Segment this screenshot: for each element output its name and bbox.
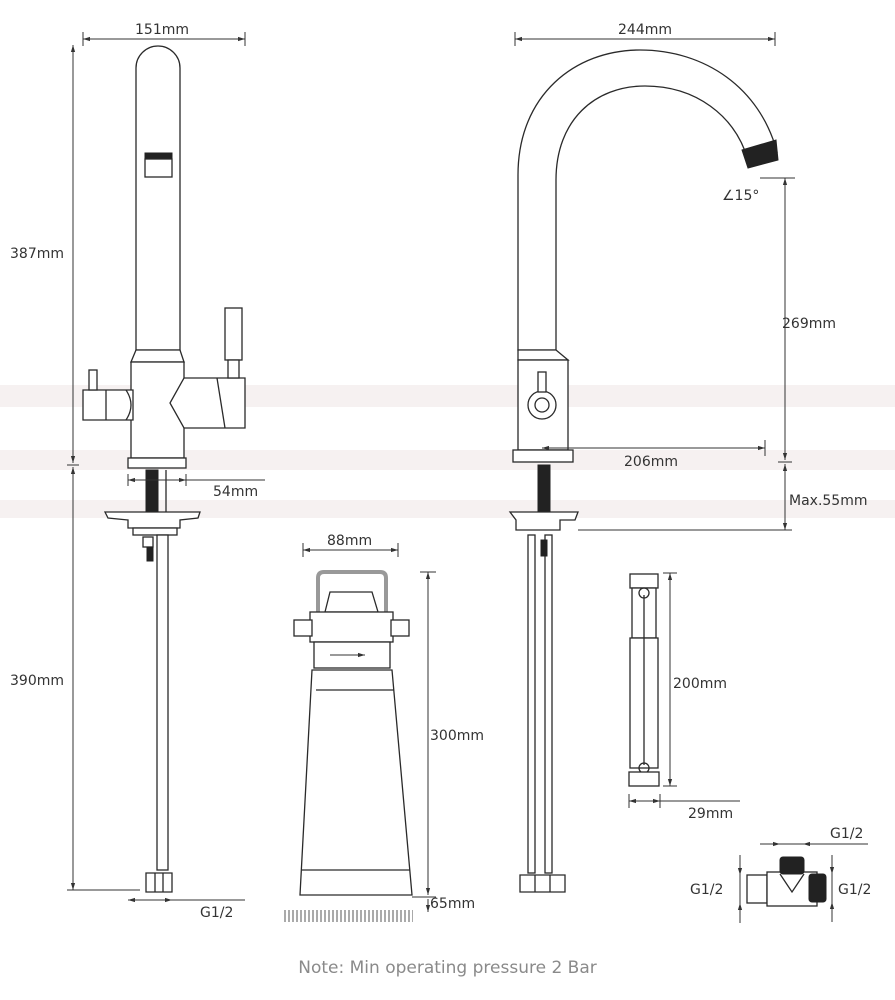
right-tap-dimensions	[514, 32, 795, 531]
deck-thickness-label: Max.55mm	[789, 493, 867, 509]
valve-dimensions	[737, 841, 868, 923]
connector-height-label: 200mm	[673, 676, 727, 692]
left-tap-width-label: 151mm	[135, 22, 189, 38]
valve-left-thread-label: G1/2	[690, 882, 723, 898]
filter-clearance-label: 65mm	[430, 896, 475, 912]
left-tap-lower-height-label: 390mm	[10, 673, 64, 689]
spout-height-label: 269mm	[782, 316, 836, 332]
angle-valve-drawing	[746, 856, 827, 907]
right-tap-drawing	[508, 49, 779, 893]
flexible-connector-drawing	[628, 573, 660, 787]
pressure-note: Note: Min operating pressure 2 Bar	[298, 958, 597, 978]
valve-right-thread-label: G1/2	[838, 882, 871, 898]
filter-height-label: 300mm	[430, 728, 484, 744]
background-band	[0, 450, 895, 470]
filter-dimensions	[302, 543, 436, 912]
spout-reach-label: 206mm	[624, 454, 678, 470]
left-tap-drawing	[82, 45, 246, 893]
right-tap-width-label: 244mm	[618, 22, 672, 38]
left-tap-thread-label: G1/2	[200, 905, 233, 921]
valve-top-thread-label: G1/2	[830, 826, 863, 842]
filter-width-label: 88mm	[327, 533, 372, 549]
connector-dimensions	[628, 572, 740, 808]
left-tap-hole-label: 54mm	[213, 484, 258, 500]
connector-width-label: 29mm	[688, 806, 733, 822]
filter-cartridge-drawing	[283, 570, 413, 922]
left-tap-upper-height-label: 387mm	[10, 246, 64, 262]
background-band	[0, 500, 895, 518]
spout-angle-label: ∠15°	[722, 188, 759, 204]
left-tap-dimensions	[67, 32, 265, 903]
